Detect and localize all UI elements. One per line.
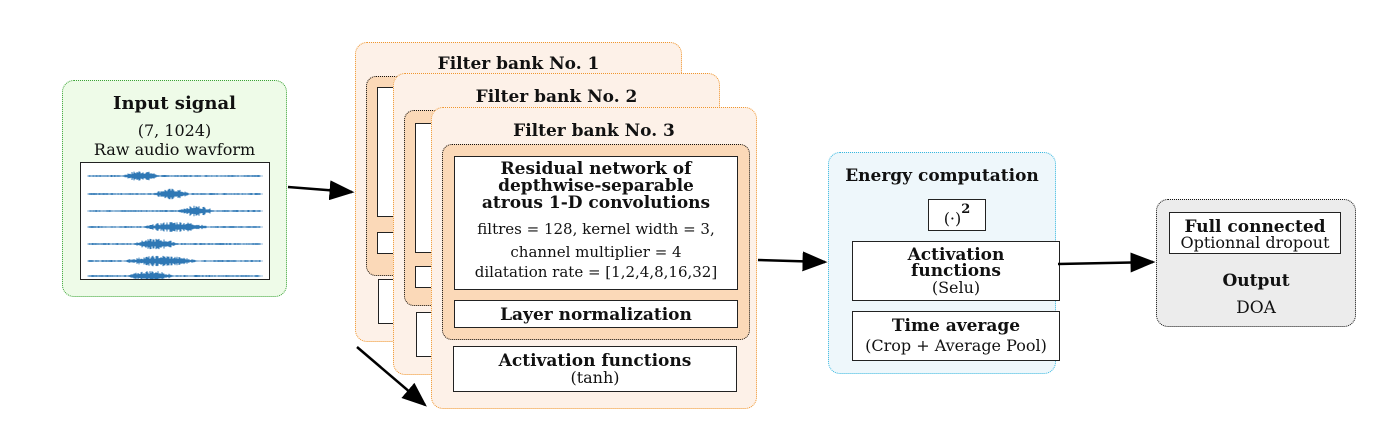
energy-activation-title-2: functions xyxy=(911,261,1001,281)
layer-normalization-box: Layer normalization xyxy=(454,300,738,328)
arrow-input-to-filterbank xyxy=(287,180,355,201)
energy-activation-sub: (Selu) xyxy=(931,278,981,297)
waveform-channel xyxy=(88,255,261,267)
waveform-channel xyxy=(88,271,261,279)
filter-bank-3: Filter bank No. 3 Residual network of de… xyxy=(431,107,757,409)
waveform-channel xyxy=(88,238,261,250)
waveform-plot xyxy=(87,171,263,279)
residual-params-line3: dilatation rate = [1,2,4,8,16,32] xyxy=(474,263,718,281)
doa-label: DOA xyxy=(1236,298,1276,318)
filter-bank-3-title: Filter bank No. 3 xyxy=(513,121,675,141)
square-box: (·)2 xyxy=(928,199,986,231)
residual-title-line3: atrous 1-D convolutions xyxy=(481,193,711,213)
output-block: Full connected Optionnal dropout Output … xyxy=(1156,199,1356,327)
residual-network-block: Residual network of depthwise-separable … xyxy=(442,144,750,340)
full-connected-sub: Optionnal dropout xyxy=(1180,233,1330,252)
arrow-energy-to-output xyxy=(1057,252,1156,273)
energy-title: Energy computation xyxy=(845,166,1039,186)
residual-params-line2: channel multiplier = 4 xyxy=(510,243,682,261)
residual-network-box: Residual network of depthwise-separable … xyxy=(454,156,738,290)
fb-activation-title: Activation functions xyxy=(498,351,692,371)
residual-title-line1: Residual network of xyxy=(500,159,692,179)
energy-computation-block: Energy computation (·)2 Activation funct… xyxy=(828,152,1060,374)
waveform-channel xyxy=(88,171,261,181)
waveform-panel xyxy=(80,162,270,280)
residual-params-line1: filtres = 128, kernel width = 3, xyxy=(477,220,715,238)
filter-bank-2-title: Filter bank No. 2 xyxy=(475,87,638,107)
input-subtitle: Raw audio wavform xyxy=(93,140,256,159)
energy-activation-box: Activation functions (Selu) xyxy=(852,241,1060,301)
waveform-channel xyxy=(88,222,261,232)
time-average-sub: (Crop + Average Pool) xyxy=(865,336,1047,355)
time-average-box: Time average (Crop + Average Pool) xyxy=(852,311,1060,361)
arrow-filterbank-to-energy xyxy=(757,251,828,272)
input-signal-block: Input signal (7, 1024) Raw audio wavform xyxy=(62,80,287,297)
square-symbol: (·) xyxy=(943,209,962,229)
layer-normalization-label: Layer normalization xyxy=(500,305,692,325)
full-connected-title: Full connected xyxy=(1184,217,1326,237)
fb-activation-box: Activation functions (tanh) xyxy=(453,346,737,392)
fb-activation-sub: (tanh) xyxy=(570,368,620,387)
input-shape: (7, 1024) xyxy=(137,121,212,140)
energy-activation-title-1: Activation xyxy=(907,245,1005,265)
input-signal-title: Input signal xyxy=(113,93,236,114)
time-average-title: Time average xyxy=(891,316,1021,336)
output-label: Output xyxy=(1222,271,1290,291)
filter-bank-1-title: Filter bank No. 1 xyxy=(437,54,600,74)
square-exponent: 2 xyxy=(961,202,971,217)
residual-title-line2: depthwise-separable xyxy=(498,176,694,196)
waveform-channel xyxy=(88,188,261,200)
full-connected-box: Full connected Optionnal dropout xyxy=(1169,212,1341,254)
waveform-channel xyxy=(88,205,261,217)
